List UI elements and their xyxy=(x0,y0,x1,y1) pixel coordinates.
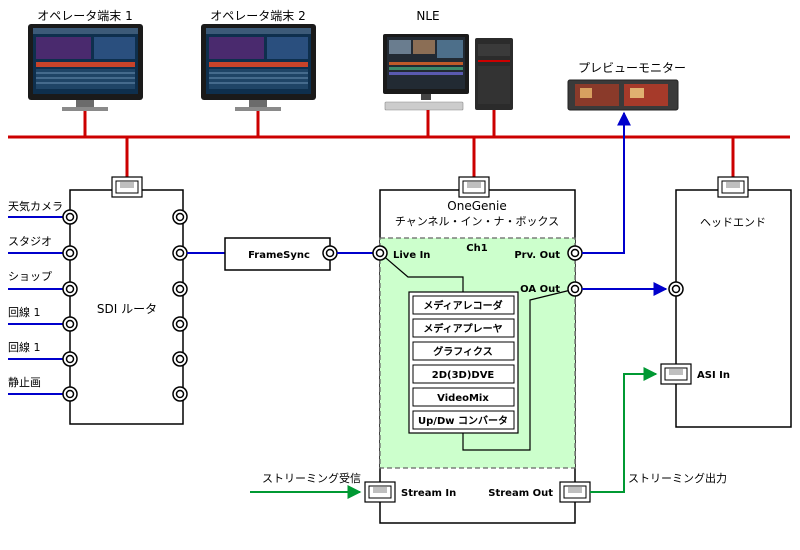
nle-label: NLE xyxy=(416,9,439,23)
operator-terminal-1-label: オペレータ端末 1 xyxy=(37,9,132,23)
bnc-connector-icon xyxy=(322,245,338,261)
framesync-label: FrameSync xyxy=(248,250,310,261)
ethernet-port-icon xyxy=(458,176,490,198)
module-stack: メディアレコーダ メディアプレーヤ グラフィクス 2D(3D)DVE Video… xyxy=(408,291,519,434)
preview-monitor: プレビューモニター xyxy=(567,61,686,111)
bnc-connector-icon xyxy=(567,281,583,297)
internal-signal-path xyxy=(379,252,576,451)
streaming-receive-label: ストリーミング受信 xyxy=(262,471,361,485)
bnc-connector-icon xyxy=(172,209,188,225)
bnc-connector-icon xyxy=(62,281,78,297)
framesync: FrameSync xyxy=(187,237,373,271)
bnc-connector-icon xyxy=(172,351,188,367)
onegenie: OneGenie チャンネル・イン・ナ・ボックス Ch1 Live In Prv… xyxy=(364,176,591,524)
monitor-icon xyxy=(567,79,679,111)
channel-1-label: Ch1 xyxy=(466,243,487,254)
stream-out-label: Stream Out xyxy=(488,488,553,499)
router-input-lines xyxy=(8,216,65,395)
nle-workstation: NLE xyxy=(383,9,513,111)
streaming-output-label: ストリーミング出力 xyxy=(628,471,727,485)
input-label-studio: スタジオ xyxy=(8,235,52,248)
operator-terminal-2: オペレータ端末 2 xyxy=(201,9,316,111)
bnc-connector-icon xyxy=(567,245,583,261)
sdi-router-label: SDI ルータ xyxy=(97,302,157,316)
prv-out-label: Prv. Out xyxy=(514,250,560,261)
monitor-icon xyxy=(201,24,316,111)
ethernet-port-icon xyxy=(111,176,143,198)
router-left-connectors xyxy=(62,209,78,402)
sdi-router: SDI ルータ xyxy=(69,176,184,425)
module-updown-converter: Up/Dw コンバータ xyxy=(418,415,508,427)
bnc-connector-icon xyxy=(62,316,78,332)
ethernet-port-icon xyxy=(364,481,396,503)
module-media-recorder: メディアレコーダ xyxy=(423,299,502,312)
bnc-connector-icon xyxy=(668,281,684,297)
bnc-connector-icon xyxy=(62,209,78,225)
input-label-line1-b: 回線 1 xyxy=(8,340,41,354)
bnc-connector-icon xyxy=(62,386,78,402)
bnc-connector-icon xyxy=(62,245,78,261)
oa-out-label: OA Out xyxy=(520,284,560,295)
keyboard-icon xyxy=(384,101,464,111)
input-label-shop: ショップ xyxy=(8,270,52,283)
onegenie-subtitle: チャンネル・イン・ナ・ボックス xyxy=(395,215,559,228)
sdi-connections xyxy=(582,111,668,296)
stream-in-label: Stream In xyxy=(401,488,456,499)
module-box xyxy=(412,295,515,315)
module-videomix: VideoMix xyxy=(437,393,489,404)
headend: ヘッドエンド ASI In xyxy=(660,176,792,428)
ethernet-port-icon xyxy=(559,481,591,503)
module-dve: 2D(3D)DVE xyxy=(432,370,495,381)
onegenie-title: OneGenie xyxy=(447,199,506,213)
module-box xyxy=(412,387,515,407)
module-box xyxy=(412,410,515,430)
monitor-icon xyxy=(383,34,469,100)
module-box xyxy=(412,318,515,338)
preview-monitor-label: プレビューモニター xyxy=(578,61,686,75)
bnc-connector-icon xyxy=(172,245,188,261)
ethernet-port-icon xyxy=(717,176,749,198)
stream-connections xyxy=(250,367,658,499)
module-box xyxy=(412,341,515,361)
bnc-connector-icon xyxy=(372,245,388,261)
monitor-icon xyxy=(28,24,143,111)
input-label-weather-camera: 天気カメラ xyxy=(8,199,63,213)
live-in-label: Live In xyxy=(393,250,430,261)
module-box xyxy=(412,364,515,384)
router-right-connectors xyxy=(172,209,188,402)
headend-label: ヘッドエンド xyxy=(700,216,766,229)
input-label-still: 静止画 xyxy=(8,375,41,389)
bnc-connector-icon xyxy=(172,386,188,402)
input-label-line1-a: 回線 1 xyxy=(8,305,41,319)
ethernet-port-icon xyxy=(660,363,692,385)
network-bus xyxy=(8,110,790,178)
tower-pc-icon xyxy=(475,38,513,110)
bnc-connector-icon xyxy=(62,351,78,367)
operator-terminal-2-label: オペレータ端末 2 xyxy=(210,9,305,23)
bnc-connector-icon xyxy=(172,316,188,332)
module-media-player: メディアプレーヤ xyxy=(423,322,502,335)
router-input-labels: 天気カメラ スタジオ ショップ 回線 1 回線 1 静止画 xyxy=(8,199,63,389)
bnc-connector-icon xyxy=(172,281,188,297)
asi-in-label: ASI In xyxy=(697,370,730,381)
operator-terminal-1: オペレータ端末 1 xyxy=(28,9,143,111)
module-graphics: グラフィクス xyxy=(433,345,493,358)
